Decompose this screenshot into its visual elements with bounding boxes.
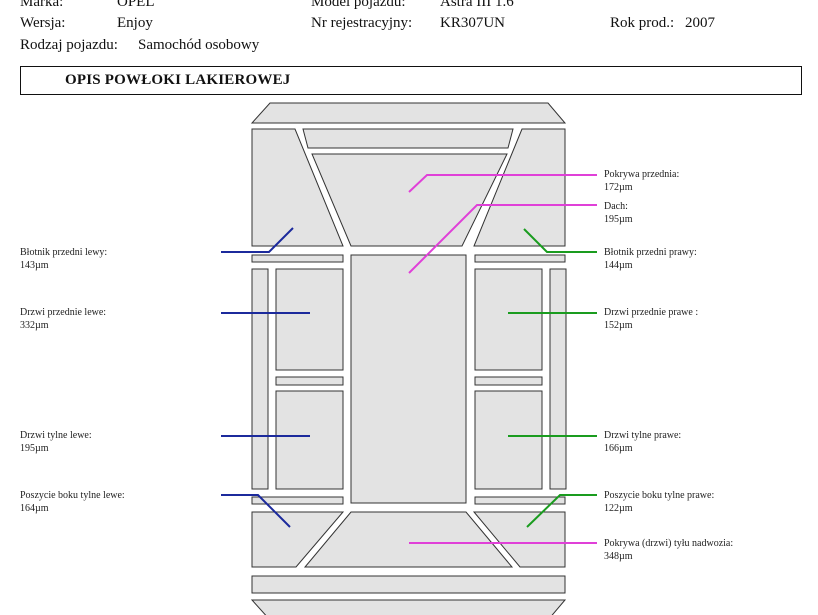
leader-front-hood: [408, 174, 597, 193]
left-sill-strip-rear: [251, 496, 344, 505]
value-door-rear-left: 195µm: [20, 443, 49, 454]
label-fender-front-right: Błotnik przedni prawy:: [604, 247, 697, 258]
value-fender-front-left: 143µm: [20, 260, 49, 271]
value-door-front-right: 152µm: [604, 320, 633, 331]
section-title: OPIS POWŁOKI LAKIEROWEJ: [65, 72, 291, 88]
section-banner: OPIS POWŁOKI LAKIEROWEJ: [20, 66, 802, 95]
value-door-rear-right: 166µm: [604, 443, 633, 454]
right-pillar-strip: [474, 376, 543, 386]
reading-fender-front-left: Błotnik przedni lewy: 143µm: [20, 246, 107, 272]
door-rear-left-panel: [275, 390, 344, 490]
vehicle-type-value: Samochód osobowy: [138, 37, 260, 53]
label-door-front-left: Drzwi przednie lewe:: [20, 307, 107, 318]
reading-front-hood: Pokrywa przednia: 172µm: [604, 168, 679, 194]
tailgate-panel: [303, 511, 514, 568]
label-quarter-rear-right: Poszycie boku tylne prawe:: [604, 490, 715, 501]
leader-quarter-rear-left: [221, 494, 291, 528]
value-quarter-rear-right: 122µm: [604, 503, 633, 514]
value-fender-front-right: 144µm: [604, 260, 633, 271]
value-door-front-left: 332µm: [20, 320, 49, 331]
make-label: Marka:: [20, 0, 64, 10]
roof-panel: [350, 254, 467, 504]
leader-fender-front-right: [523, 228, 597, 253]
reading-quarter-rear-left: Poszycie boku tylne lewe: 164µm: [20, 489, 125, 515]
value-front-hood: 172µm: [604, 182, 633, 193]
vehicle-type-label: Rodzaj pojazdu:: [20, 37, 118, 53]
left-sill-strip-front: [251, 254, 344, 263]
hood-panel: [311, 153, 508, 247]
label-door-front-right: Drzwi przednie prawe :: [604, 307, 699, 318]
right-sill-strip-rear: [474, 496, 566, 505]
reading-door-rear-right: Drzwi tylne prawe: 166µm: [604, 429, 681, 455]
reading-door-front-right: Drzwi przednie prawe : 152µm: [604, 306, 698, 332]
year-value: 2007: [685, 15, 715, 31]
label-quarter-rear-left: Poszycie boku tylne lewe:: [20, 490, 125, 501]
label-fender-front-left: Błotnik przedni lewy:: [20, 247, 108, 258]
model-value: Astra III 1.6: [440, 0, 514, 10]
reading-roof: Dach: 195µm: [604, 200, 633, 226]
version-value: Enjoy: [117, 15, 153, 31]
right-rocker-panel: [549, 268, 567, 490]
label-door-rear-right: Drzwi tylne prawe:: [604, 430, 682, 441]
reading-tailgate: Pokrywa (drzwi) tyłu nadwozia: 348µm: [604, 537, 733, 563]
registration-label: Nr rejestracyjny:: [311, 15, 413, 31]
left-pillar-strip: [275, 376, 344, 386]
door-rear-right-panel: [474, 390, 543, 490]
door-front-right-panel: [474, 268, 543, 371]
reading-door-front-left: Drzwi przednie lewe: 332µm: [20, 306, 106, 332]
value-tailgate: 348µm: [604, 551, 633, 562]
door-front-left-panel: [275, 268, 344, 371]
rear-bumper-panel: [251, 575, 566, 594]
make-value: OPEL: [117, 0, 155, 10]
leader-fender-front-left: [221, 227, 294, 253]
label-door-rear-left: Drzwi tylne lewe:: [20, 430, 92, 441]
fender-front-right-panel: [473, 128, 566, 247]
leader-roof: [408, 204, 597, 274]
reading-door-rear-left: Drzwi tylne lewe: 195µm: [20, 429, 92, 455]
front-bumper-panel: [250, 102, 567, 124]
rear-lower-panel: [250, 599, 567, 615]
reading-quarter-rear-right: Poszycie boku tylne prawe: 122µm: [604, 489, 714, 515]
registration-value: KR307UN: [440, 15, 506, 31]
value-roof: 195µm: [604, 214, 633, 225]
windshield-strip: [302, 128, 514, 149]
year-label: Rok prod.:: [610, 15, 675, 31]
quarter-rear-right-panel: [472, 511, 566, 568]
fender-front-left-panel: [251, 128, 344, 247]
right-sill-strip-front: [474, 254, 566, 263]
version-label: Wersja:: [20, 15, 66, 31]
value-quarter-rear-left: 164µm: [20, 503, 49, 514]
leader-quarter-rear-right: [526, 494, 597, 528]
label-front-hood: Pokrywa przednia:: [604, 169, 680, 180]
label-roof: Dach:: [604, 201, 628, 212]
reading-fender-front-right: Błotnik przedni prawy: 144µm: [604, 246, 697, 272]
left-rocker-panel: [251, 268, 269, 490]
model-label: Model pojazdu:: [311, 0, 406, 10]
label-tailgate: Pokrywa (drzwi) tyłu nadwozia:: [604, 538, 734, 549]
quarter-rear-left-panel: [251, 511, 345, 568]
